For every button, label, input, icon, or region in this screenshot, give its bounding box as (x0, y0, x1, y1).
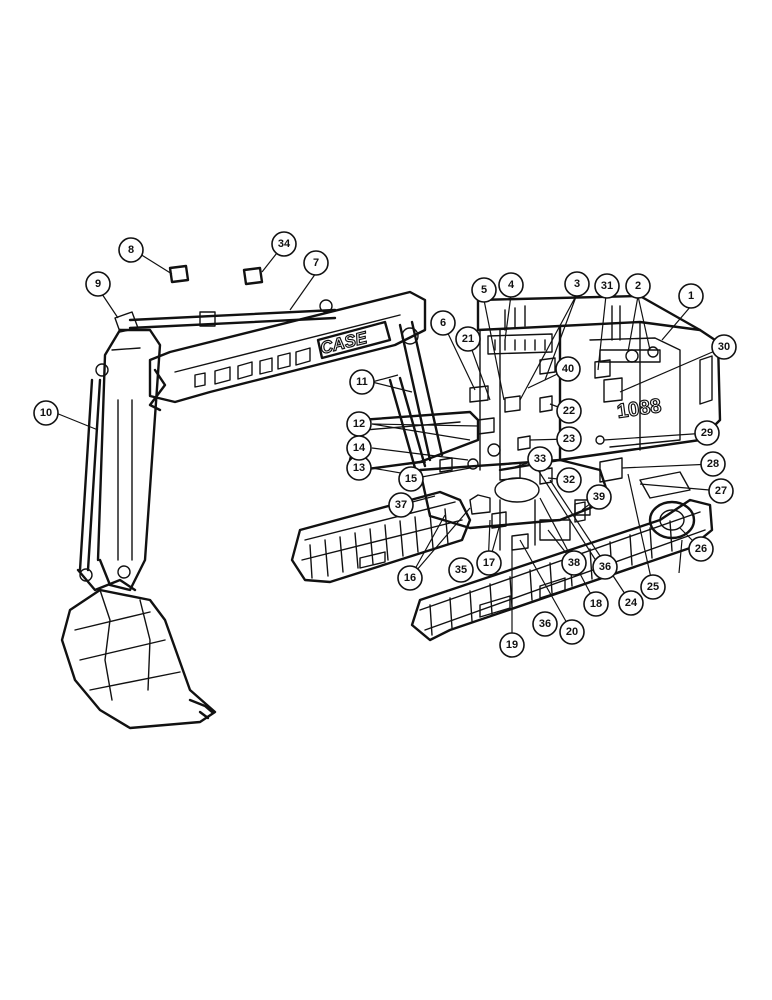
callout-2: 2 (625, 273, 651, 299)
callout-13: 13 (346, 455, 372, 481)
bucket (60, 588, 217, 730)
callout-label: 28 (707, 458, 719, 470)
callout-17: 17 (476, 550, 502, 576)
callout-25: 25 (640, 574, 666, 600)
callout-label: 39 (593, 491, 605, 503)
callout-label: 10 (40, 407, 52, 419)
callout-label: 9 (95, 278, 101, 290)
callout-label: 27 (715, 485, 727, 497)
callout-14: 14 (346, 435, 372, 461)
upper-structure (348, 294, 722, 472)
callout-label: 2 (635, 280, 641, 292)
callout-label: 11 (356, 376, 368, 388)
leader-lines (55, 243, 725, 645)
callout-27: 27 (708, 478, 734, 504)
callout-label: 33 (534, 453, 546, 465)
callout-34: 34 (271, 231, 297, 257)
callout-label: 37 (395, 499, 407, 511)
callout-23: 23 (556, 426, 582, 452)
callout-label: 34 (278, 238, 291, 250)
callout-label: 31 (601, 280, 613, 292)
callout-32: 32 (556, 467, 582, 493)
left-track (290, 490, 472, 584)
callout-label: 36 (599, 561, 611, 573)
callout-16: 16 (397, 565, 423, 591)
model-decal: 1088 (615, 394, 663, 423)
callout-7: 7 (303, 250, 329, 276)
callout-label: 18 (590, 598, 602, 610)
callouts: 1 2 3 4 5 6 7 8 9 10 11 12 13 14 15 16 1… (33, 231, 737, 658)
callout-label: 19 (506, 639, 518, 651)
callout-35: 35 (448, 557, 474, 583)
callout-label: 3 (574, 278, 580, 290)
callout-label: 25 (647, 581, 659, 593)
callout-label: 40 (562, 363, 574, 375)
callout-10: 10 (33, 400, 59, 426)
callout-29: 29 (694, 420, 720, 446)
callout-36-right: 36 (592, 554, 618, 580)
callout-36-left: 36 (532, 611, 558, 637)
callout-30: 30 (711, 334, 737, 360)
callout-4: 4 (498, 272, 524, 298)
callout-label: 8 (128, 244, 134, 256)
callout-label: 14 (353, 442, 366, 454)
right-track (410, 471, 714, 642)
callout-label: 21 (462, 333, 474, 345)
arm-cylinder (114, 299, 337, 333)
callout-40: 40 (555, 356, 581, 382)
callout-label: 24 (625, 597, 638, 609)
callout-label: 20 (566, 626, 578, 638)
excavator-illustration: 1088 CASE (60, 264, 722, 730)
callout-21: 21 (455, 326, 481, 352)
callout-20: 20 (559, 619, 585, 645)
callout-24: 24 (618, 590, 644, 616)
callout-label: 13 (353, 462, 365, 474)
callout-9: 9 (85, 271, 111, 297)
callout-label: 15 (405, 473, 417, 485)
callout-6: 6 (430, 310, 456, 336)
callout-19: 19 (499, 632, 525, 658)
callout-38: 38 (561, 550, 587, 576)
callout-1: 1 (678, 283, 704, 309)
callout-label: 36 (539, 618, 551, 630)
callout-label: 5 (481, 284, 487, 296)
callout-39: 39 (586, 484, 612, 510)
callout-22: 22 (556, 398, 582, 424)
callout-label: 26 (695, 543, 707, 555)
callout-26: 26 (688, 536, 714, 562)
swing-section (418, 458, 612, 551)
callout-5: 5 (471, 277, 497, 303)
callout-37: 37 (388, 492, 414, 518)
callout-18: 18 (583, 591, 609, 617)
component-parts (168, 264, 623, 551)
callout-label: 30 (718, 341, 730, 353)
callout-label: 16 (404, 572, 416, 584)
callout-label: 38 (568, 557, 580, 569)
callout-label: 29 (701, 427, 713, 439)
callout-label: 7 (313, 257, 319, 269)
callout-label: 32 (563, 474, 575, 486)
callout-11: 11 (349, 369, 375, 395)
callout-label: 4 (508, 279, 515, 291)
callout-label: 22 (563, 405, 575, 417)
callout-label: 17 (483, 557, 495, 569)
callout-label: 12 (353, 418, 365, 430)
arm (76, 328, 162, 592)
callout-label: 35 (455, 564, 467, 576)
callout-label: 6 (440, 317, 446, 329)
model-decal-text: 1088 (616, 395, 663, 423)
callout-label: 1 (688, 290, 694, 302)
boom (148, 290, 444, 470)
callout-12: 12 (346, 411, 372, 437)
callout-28: 28 (700, 451, 726, 477)
callout-33: 33 (527, 446, 553, 472)
callout-31: 31 (594, 273, 620, 299)
callout-15: 15 (398, 466, 424, 492)
callout-label: 23 (563, 433, 575, 445)
callout-3: 3 (564, 271, 590, 297)
callout-8: 8 (118, 237, 144, 263)
